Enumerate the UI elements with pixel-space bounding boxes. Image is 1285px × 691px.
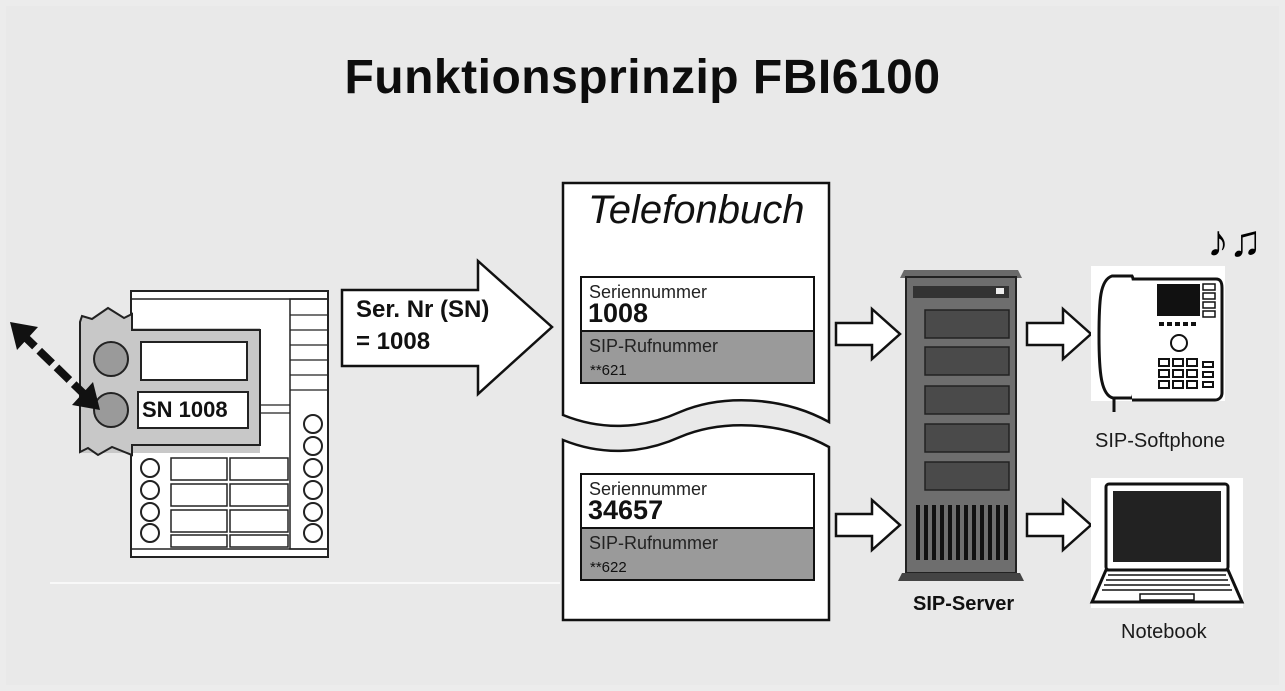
double-arrow-icon — [10, 322, 100, 410]
entry1-serial-value: 1008 — [588, 298, 649, 328]
arrow-label-line2: = 1008 — [356, 328, 431, 355]
entry1-sip-value: **621 — [590, 362, 627, 379]
entry2-sip-label: SIP-Rufnummer — [589, 533, 719, 553]
small-arrows — [834, 306, 1093, 553]
entry1-sip-label: SIP-Rufnummer — [589, 336, 719, 356]
phonebook-title: Telefonbuch — [588, 188, 805, 232]
entry1-serial-label: Seriennummer — [589, 282, 708, 302]
music-notes-icon: ♪♫ — [1207, 217, 1262, 266]
diagram-title: Funktionsprinzip FBI6100 — [344, 51, 941, 104]
arrow-phonebook-server-1 — [834, 306, 902, 362]
arrow-phonebook-server-2 — [834, 497, 902, 553]
server-label: SIP-Server — [913, 593, 1015, 615]
notebook-label: Notebook — [1121, 621, 1207, 643]
laptop-icon — [1089, 478, 1245, 608]
server-icon — [898, 270, 1024, 581]
entry2-serial-value: 34657 — [588, 495, 664, 525]
entry2-sip-value: **622 — [590, 559, 627, 576]
door-panel-icon — [79, 290, 329, 558]
entry2-serial-label: Seriennummer — [589, 479, 708, 499]
arrow-server-phone — [1025, 306, 1093, 362]
softphone-label: SIP-Softphone — [1095, 430, 1226, 452]
phonebook-document — [561, 181, 831, 622]
phone-icon — [1091, 266, 1225, 412]
arrow-label-line1: Ser. Nr (SN) — [356, 296, 490, 323]
panel-serial-label: SN 1008 — [142, 397, 228, 422]
arrow-server-notebook — [1025, 497, 1093, 553]
big-arrow-icon — [340, 258, 554, 397]
